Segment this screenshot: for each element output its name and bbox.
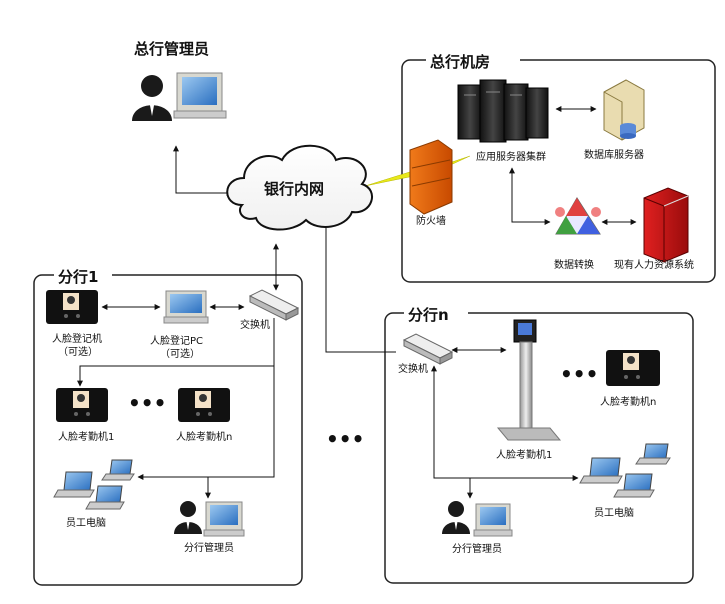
firewall-icon bbox=[409, 139, 453, 215]
branch1-title: 分行1 bbox=[58, 268, 98, 286]
branch1-box bbox=[33, 274, 303, 586]
hq-admin-icon bbox=[132, 72, 227, 121]
face-pc-label: 人脸登记PC bbox=[150, 334, 203, 347]
branchn-admin-icon bbox=[442, 501, 513, 537]
branch1-attendance-1-icon bbox=[56, 388, 108, 422]
branchn-pole-terminal-icon bbox=[496, 319, 562, 441]
branchn-employee-pc-label: 员工电脑 bbox=[594, 506, 634, 519]
face-pc-optional: （可选） bbox=[160, 347, 200, 360]
link-cloud-branchn bbox=[325, 226, 396, 353]
branchn-attendance-n-icon bbox=[606, 350, 660, 386]
hq-admin-label: 总行管理员 bbox=[134, 40, 209, 58]
branch1-switch-label: 交换机 bbox=[240, 318, 270, 331]
branch1-attendance-n-label: 人脸考勤机n bbox=[176, 430, 232, 443]
server-cluster-icon bbox=[457, 79, 549, 143]
branch1-admin-icon bbox=[174, 501, 245, 537]
branchn-ellipsis: ••• bbox=[560, 362, 598, 386]
face-pc-icon bbox=[163, 290, 209, 324]
hq-room-title: 总行机房 bbox=[430, 53, 490, 71]
branch1-attendance-n-icon bbox=[178, 388, 230, 422]
branchn-title: 分行n bbox=[408, 306, 449, 324]
hq-room-box bbox=[401, 59, 716, 283]
branchn-attendance-n-label: 人脸考勤机n bbox=[600, 395, 656, 408]
hr-system-label: 现有人力资源系统 bbox=[614, 258, 694, 271]
face-register-label: 人脸登记机 bbox=[52, 332, 102, 345]
branchn-box bbox=[384, 312, 694, 584]
branchn-switch-icon bbox=[402, 333, 454, 365]
branchn-admin-label: 分行管理员 bbox=[452, 542, 502, 555]
branch1-employee-pc-label: 员工电脑 bbox=[66, 516, 106, 529]
hr-system-icon bbox=[643, 187, 689, 263]
between-branches-ellipsis: ••• bbox=[326, 427, 364, 451]
branchn-attendance-1-label: 人脸考勤机1 bbox=[496, 448, 552, 461]
intranet-label: 银行内网 bbox=[264, 180, 324, 198]
branch1-switch-icon bbox=[248, 289, 300, 321]
link-admin-cloud bbox=[173, 145, 233, 196]
server-cluster-label: 应用服务器集群 bbox=[476, 150, 546, 163]
database-server-label: 数据库服务器 bbox=[584, 148, 644, 161]
data-convert-icon bbox=[555, 197, 601, 235]
face-register-device-icon bbox=[46, 290, 98, 324]
branch1-ellipsis: ••• bbox=[128, 391, 166, 415]
face-register-optional: （可选） bbox=[58, 345, 98, 358]
branch1-admin-label: 分行管理员 bbox=[184, 541, 234, 554]
firewall-label: 防火墙 bbox=[416, 214, 446, 227]
data-convert-label: 数据转换 bbox=[554, 258, 594, 271]
branch1-attendance-1-label: 人脸考勤机1 bbox=[58, 430, 114, 443]
intranet-cloud-icon bbox=[226, 144, 373, 231]
branchn-employee-laptops-icon bbox=[579, 443, 671, 498]
branch1-employee-laptops-icon bbox=[53, 459, 135, 510]
branchn-switch-label: 交换机 bbox=[398, 362, 428, 375]
database-server-icon bbox=[603, 79, 645, 141]
